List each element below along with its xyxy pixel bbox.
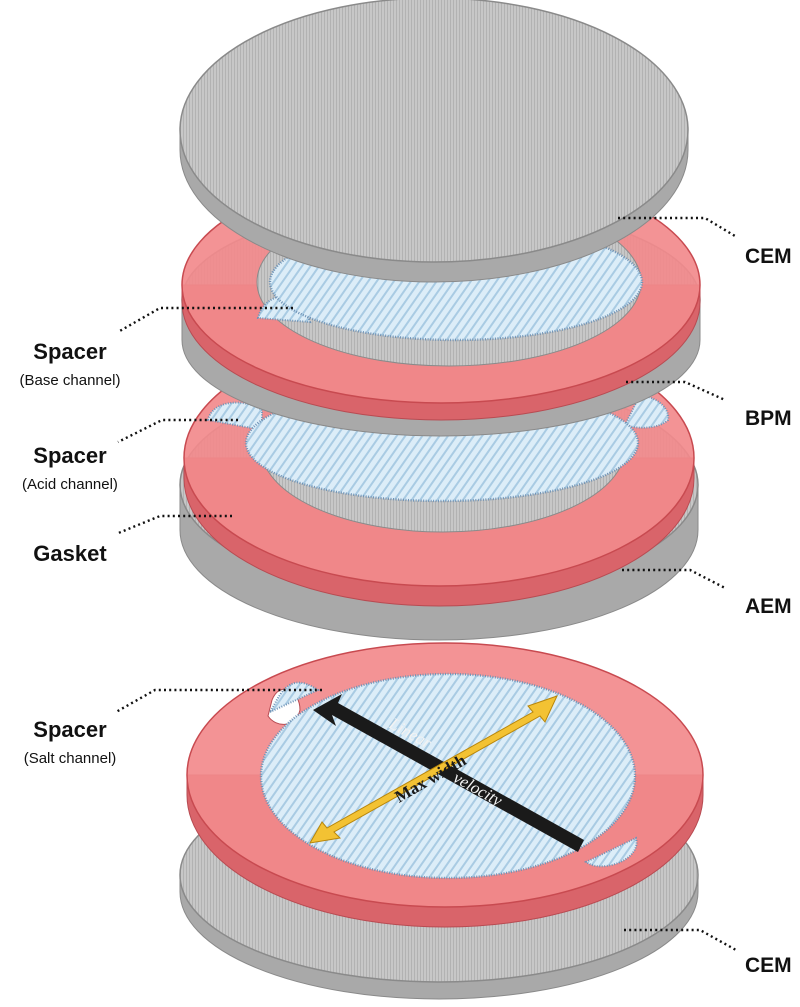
label-gasket: Gasket	[33, 541, 107, 566]
label-spacer-acid-sub: (Acid channel)	[22, 476, 118, 493]
label-spacer-base: Spacer	[33, 339, 107, 364]
label-cem-top: CEM	[745, 245, 792, 268]
leader-bpm	[626, 380, 726, 402]
label-aem: AEM	[745, 595, 792, 618]
leader-aem	[622, 568, 726, 590]
label-bpm: BPM	[745, 407, 792, 430]
label-spacer-salt-sub: (Salt channel)	[24, 750, 117, 767]
label-spacer-base-sub: (Base channel)	[20, 372, 121, 389]
label-spacer-salt: Spacer	[33, 717, 107, 742]
leader-spacer-salt	[115, 688, 322, 714]
label-spacer-acid: Spacer	[33, 443, 107, 468]
leader-lines	[115, 216, 737, 952]
leader-cem-top	[618, 216, 736, 238]
cem-membrane-top	[179, 0, 689, 283]
label-cem-bottom: CEM	[745, 954, 792, 977]
